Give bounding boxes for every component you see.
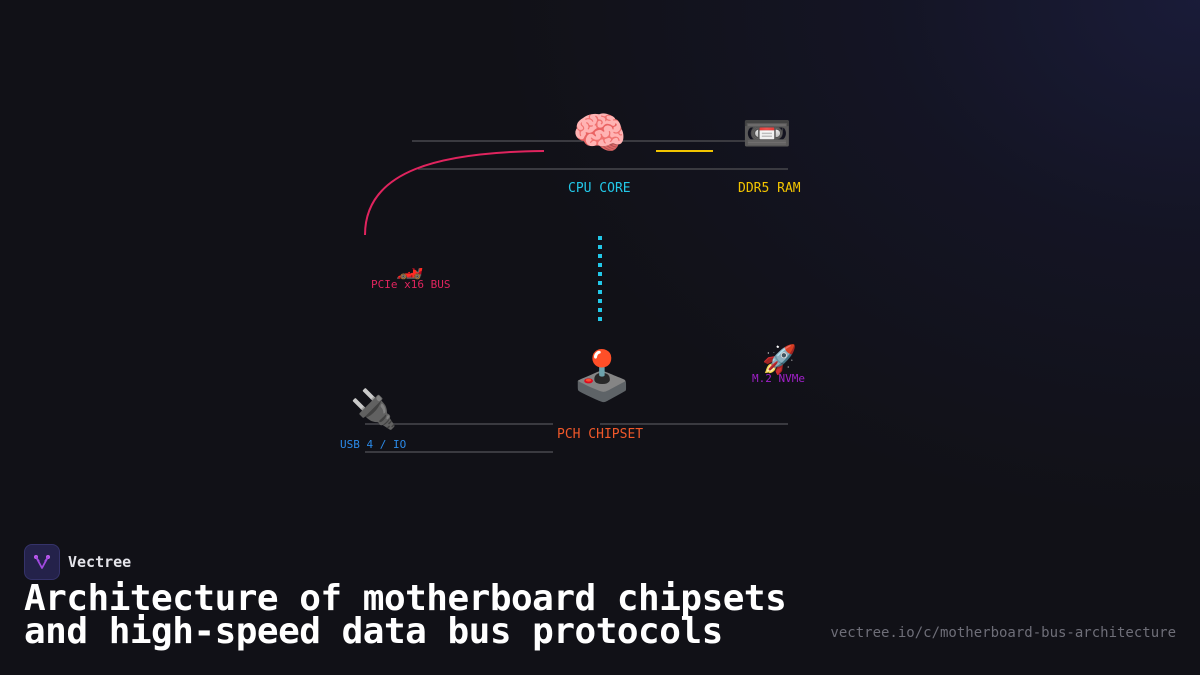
brand: Vectree (24, 544, 131, 580)
pcie-bus-label: PCIe x16 BUS (371, 278, 451, 291)
ddr5-ram-label: DDR5 RAM (738, 181, 801, 196)
plug-icon: 🔌 (350, 387, 398, 431)
pcie-bus-link (364, 150, 545, 236)
vhs-cassette-icon: 📼 (742, 111, 792, 157)
race-car-icon: 🏎️ (396, 256, 424, 281)
title-line-2: and high-speed data bus protocols (24, 611, 723, 652)
nvme-label: M.2 NVMe (752, 372, 805, 385)
source-url: vectree.io/c/motherboard-bus-architectur… (830, 625, 1176, 641)
vectree-logo-icon (24, 544, 60, 580)
cpu-core-label: CPU CORE (568, 181, 631, 196)
title-line-1: Architecture of motherboard chipsets (24, 578, 787, 619)
rocket-icon: 🚀 (762, 343, 797, 376)
brain-icon: 🧠 (572, 108, 627, 159)
brand-name: Vectree (68, 553, 132, 571)
pch-chipset-label: PCH CHIPSET (557, 427, 644, 442)
usb-io-label: USB 4 / IO (340, 438, 407, 451)
joystick-icon: 🕹️ (572, 348, 632, 404)
page-title: Architecture of motherboard chipsets and… (24, 581, 787, 650)
